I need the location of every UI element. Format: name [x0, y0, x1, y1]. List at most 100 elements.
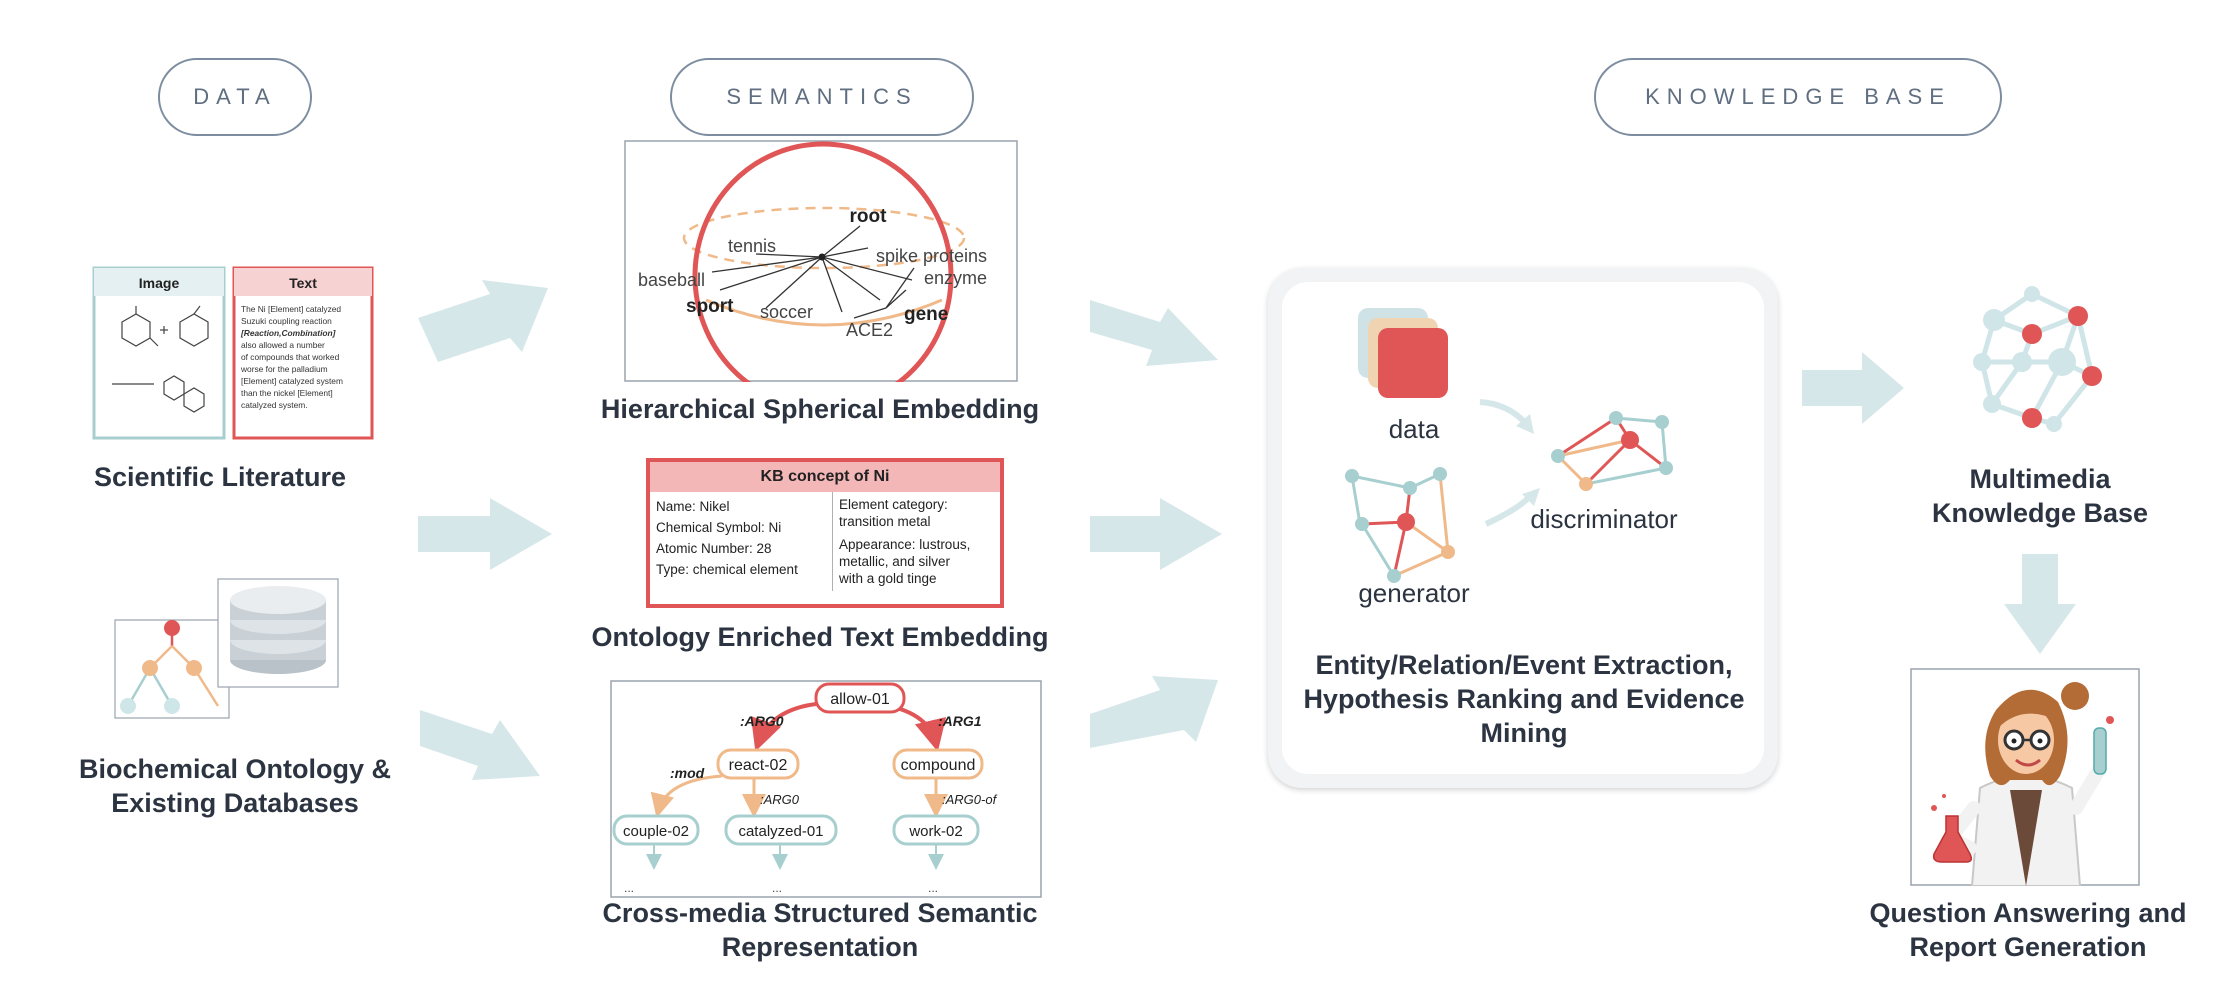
hierarchical-embedding-label: Hierarchical Spherical Embedding — [600, 394, 1040, 424]
amr-ellipsis: ... — [624, 881, 634, 895]
kb-concept-field: Type: chemical element — [656, 562, 798, 577]
extraction-label: Entity/Relation/Event Extraction, Hypoth… — [1284, 648, 1764, 750]
amr-node-couple: couple-02 — [623, 823, 689, 840]
amr-node-work: work-02 — [908, 823, 962, 840]
scientific-literature-label: Scientific Literature — [93, 462, 347, 492]
kb-concept-field: Name: Nikel — [656, 499, 730, 514]
sphere-word-spike: spike proteins — [876, 246, 987, 266]
data-header: DATA — [158, 58, 312, 136]
literature-line: Suzuki coupling reaction — [241, 316, 332, 326]
literature-line: [Element] catalyzed system — [241, 376, 343, 386]
amr-edge-arg1: :ARG1 — [938, 713, 982, 729]
amr-node-allow: allow-01 — [830, 691, 890, 708]
amr-edge-arg0-react: :ARG0 — [760, 792, 800, 807]
qa-label: Question Answering and Report Generation — [1848, 896, 2208, 964]
sphere-word-gene: gene — [904, 304, 948, 325]
sphere-word-enzyme: enzyme — [924, 268, 987, 288]
test-tube-icon — [2093, 727, 2107, 775]
knowledge-base-header: KNOWLEDGE BASE — [1594, 58, 2002, 136]
sphere-word-root: root — [850, 206, 888, 227]
literature-line: also allowed a number — [241, 340, 325, 350]
arrow-sphere-to-center — [1090, 300, 1218, 366]
sphere-embedding-panel: root tennis spike proteins enzyme baseba… — [624, 140, 1018, 382]
arrow-kb-to-qa — [2004, 554, 2076, 654]
kb-concept-field: transition metal — [839, 514, 931, 529]
multimedia-kb-label-line1: Multimedia — [1969, 464, 2111, 494]
literature-card: Image Text The Ni [Element] catalyzed Su… — [92, 266, 374, 440]
image-title: Image — [139, 275, 180, 291]
knowledge-base-header-text: KNOWLEDGE BASE — [1645, 84, 1951, 109]
discriminator-graph-icon — [1551, 411, 1673, 491]
data-header-text: DATA — [193, 84, 277, 109]
qa-label-line1: Question Answering and — [1869, 898, 2187, 928]
kb-concept-field: Element category: — [839, 497, 948, 512]
sphere-word-sport: sport — [686, 296, 734, 317]
amr-node-compound: compound — [901, 757, 976, 774]
ontology-embedding-label: Ontology Enriched Text Embedding — [591, 622, 1049, 652]
molecule-drawing — [112, 305, 209, 413]
semantics-header-text: SEMANTICS — [726, 84, 918, 109]
extraction-label-line2: Hypothesis Ranking and Evidence — [1303, 684, 1745, 714]
kb-concept-field: metallic, and silver — [839, 554, 951, 569]
biochemical-label-line1: Biochemical Ontology & — [78, 754, 392, 784]
svg-text:The Ni [Element] catalyzed: The Ni [Element] catalyzed Suzuki coupli… — [240, 304, 345, 410]
crossmedia-label-line2: Representation — [721, 932, 919, 962]
sphere-word-tennis: tennis — [728, 236, 776, 256]
sphere-word-baseball: baseball — [638, 270, 705, 290]
kb-concept-field: Atomic Number: 28 — [656, 541, 772, 556]
kb-concept-field: with a gold tinge — [839, 571, 937, 586]
arrow-crossmedia-to-center — [1090, 676, 1218, 748]
qa-label-line2: Report Generation — [1909, 932, 2147, 962]
arrow-literature-to-ontology — [418, 498, 552, 570]
semantics-header: SEMANTICS — [670, 58, 974, 136]
literature-line: worse for the palladium — [240, 364, 328, 374]
amr-edge-arg0-of: :ARG0-of — [942, 792, 998, 807]
kb-graph-icon — [1973, 286, 2102, 432]
generator-graph-icon — [1345, 467, 1455, 583]
literature-line: than the nickel [Element] — [241, 388, 333, 398]
multimedia-kb-label-line2: Knowledge Base — [1931, 498, 2149, 528]
sphere-word-soccer: soccer — [760, 302, 813, 322]
crossmedia-label: Cross-media Structured Semantic Represen… — [560, 896, 1080, 964]
sphere-word-ace2: ACE2 — [846, 320, 893, 340]
literature-line: [Reaction,Combination] — [240, 328, 337, 338]
literature-line: of compounds that worked — [241, 352, 340, 362]
sphere-equator-top — [682, 206, 966, 270]
arrow-center-to-kb — [1802, 352, 1904, 424]
text-title: Text — [289, 275, 317, 291]
amr-edge-arg0: :ARG0 — [740, 713, 784, 729]
arrow-literature-to-sphere — [418, 280, 548, 362]
gan-generator-label: generator — [1358, 578, 1470, 608]
database-cylinder-icon — [230, 586, 326, 674]
ontology-tree-icon — [120, 620, 220, 714]
amr-node-catalyzed: catalyzed-01 — [738, 823, 823, 840]
kb-concept-left-column: Name: Nikel Chemical Symbol: Ni Atomic N… — [650, 492, 833, 591]
gan-illustration: data discriminator — [1345, 308, 1678, 608]
data-stack-icon — [1358, 308, 1448, 398]
arrow-ontology-to-center — [1090, 498, 1222, 570]
extraction-label-line3: Mining — [1480, 718, 1568, 748]
flask-icon — [1932, 815, 1973, 863]
sphere-equator-bottom — [705, 298, 943, 327]
kb-concept-title: KB concept of Ni — [650, 462, 1000, 492]
amr-ellipsis: ... — [928, 881, 938, 895]
kb-concept-field: Appearance: lustrous, — [839, 537, 971, 552]
kb-concept-right-column: Element category: transition metal Appea… — [833, 492, 976, 591]
gan-data-label: data — [1389, 414, 1440, 444]
amr-ellipsis: ... — [772, 881, 782, 895]
multimedia-kb-label: Multimedia Knowledge Base — [1900, 462, 2180, 530]
kb-concept-field: Chemical Symbol: Ni — [656, 520, 782, 535]
gan-discriminator-label: discriminator — [1530, 504, 1678, 534]
amr-edge-mod: :mod — [670, 765, 705, 781]
biochemical-label-line2: Existing Databases — [111, 788, 359, 818]
database-illustration — [114, 578, 339, 719]
biochemical-label: Biochemical Ontology & Existing Database… — [50, 752, 420, 820]
sphere-outline — [692, 141, 954, 382]
amr-graph-panel: allow-01 :ARG0 :ARG1 react-02 compound :… — [610, 680, 1042, 898]
scientist-illustration — [1910, 668, 2140, 886]
literature-line: catalyzed system. — [241, 400, 308, 410]
extraction-label-line1: Entity/Relation/Event Extraction, — [1315, 650, 1733, 680]
amr-node-react: react-02 — [729, 757, 788, 774]
arrow-database-to-crossmedia — [420, 710, 540, 780]
